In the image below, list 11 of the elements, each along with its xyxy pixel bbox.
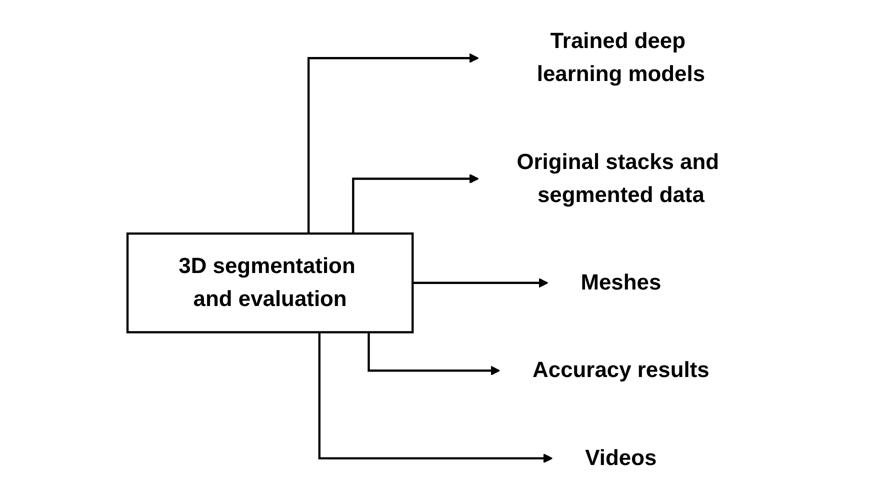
node-text: Meshes xyxy=(580,270,662,295)
node-text: Videos xyxy=(585,446,657,470)
arrow xyxy=(352,174,479,234)
node-text: Original stacks and segmented data xyxy=(516,150,720,208)
node-text: Accuracy results xyxy=(532,358,710,383)
arrow xyxy=(368,332,500,376)
node-text: Trained deep learning models xyxy=(536,30,706,87)
arrow xyxy=(318,332,553,464)
arrow xyxy=(307,53,479,234)
node-box xyxy=(126,232,414,334)
arrow xyxy=(412,278,548,288)
